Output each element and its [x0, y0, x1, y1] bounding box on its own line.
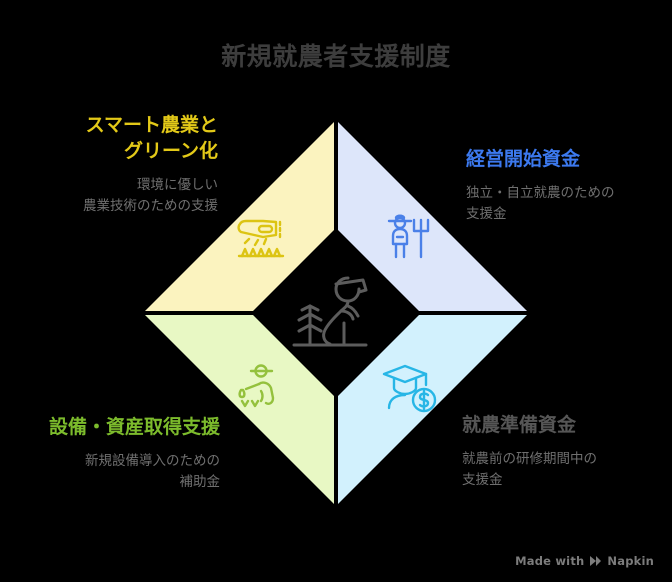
quadrant-title-equipment: 設備・資産取得支援 [48, 416, 220, 438]
person-sowing-icon [233, 358, 291, 416]
graduate-with-coin-icon [381, 358, 439, 416]
made-with-label: Made with [515, 554, 585, 568]
crop-duster-spray-icon [233, 208, 291, 266]
quadrant-description-smart-agri: 環境に優しい 農業技術のための支援 [83, 177, 218, 215]
quadrant-label-smart-agri[interactable]: スマート農業と グリーン化 環境に優しい 農業技術のための支援 [18, 112, 218, 217]
quadrant-label-start-fund[interactable]: 経営開始資金 独立・自立就農のための 支援金 [466, 146, 664, 225]
quadrant-label-equipment[interactable]: 設備・資産取得支援 新規設備導入のための 補助金 [8, 414, 220, 493]
quadrant-description-equipment: 新規設備導入のための 補助金 [85, 453, 220, 491]
diamond-shapes [145, 122, 527, 504]
quadrant-title-smart-agri: スマート農業と グリーン化 [85, 114, 218, 163]
quadrant-poly-prep-fund[interactable] [338, 315, 527, 504]
diamond-diagram [143, 120, 529, 506]
quadrant-description-prep-fund: 就農前の研修期間中の 支援金 [462, 451, 597, 489]
made-with-napkin-badge[interactable]: Made with Napkin [515, 554, 654, 568]
quadrant-label-prep-fund[interactable]: 就農準備資金 就農前の研修期間中の 支援金 [462, 412, 666, 491]
quadrant-title-start-fund: 経営開始資金 [466, 148, 581, 170]
page-title: 新規就農者支援制度 [221, 42, 451, 71]
quadrant-poly-start-fund[interactable] [338, 122, 527, 311]
napkin-logo-icon [590, 556, 602, 566]
farmer-planting-icon [286, 268, 390, 360]
quadrant-title-prep-fund: 就農準備資金 [462, 414, 577, 436]
napkin-brand-label: Napkin [607, 554, 654, 568]
farmer-pitchfork-icon [381, 208, 439, 266]
quadrant-description-start-fund: 独立・自立就農のための 支援金 [466, 185, 615, 223]
quadrant-poly-equipment[interactable] [145, 315, 334, 504]
quadrant-poly-smart-agri[interactable] [145, 122, 334, 311]
